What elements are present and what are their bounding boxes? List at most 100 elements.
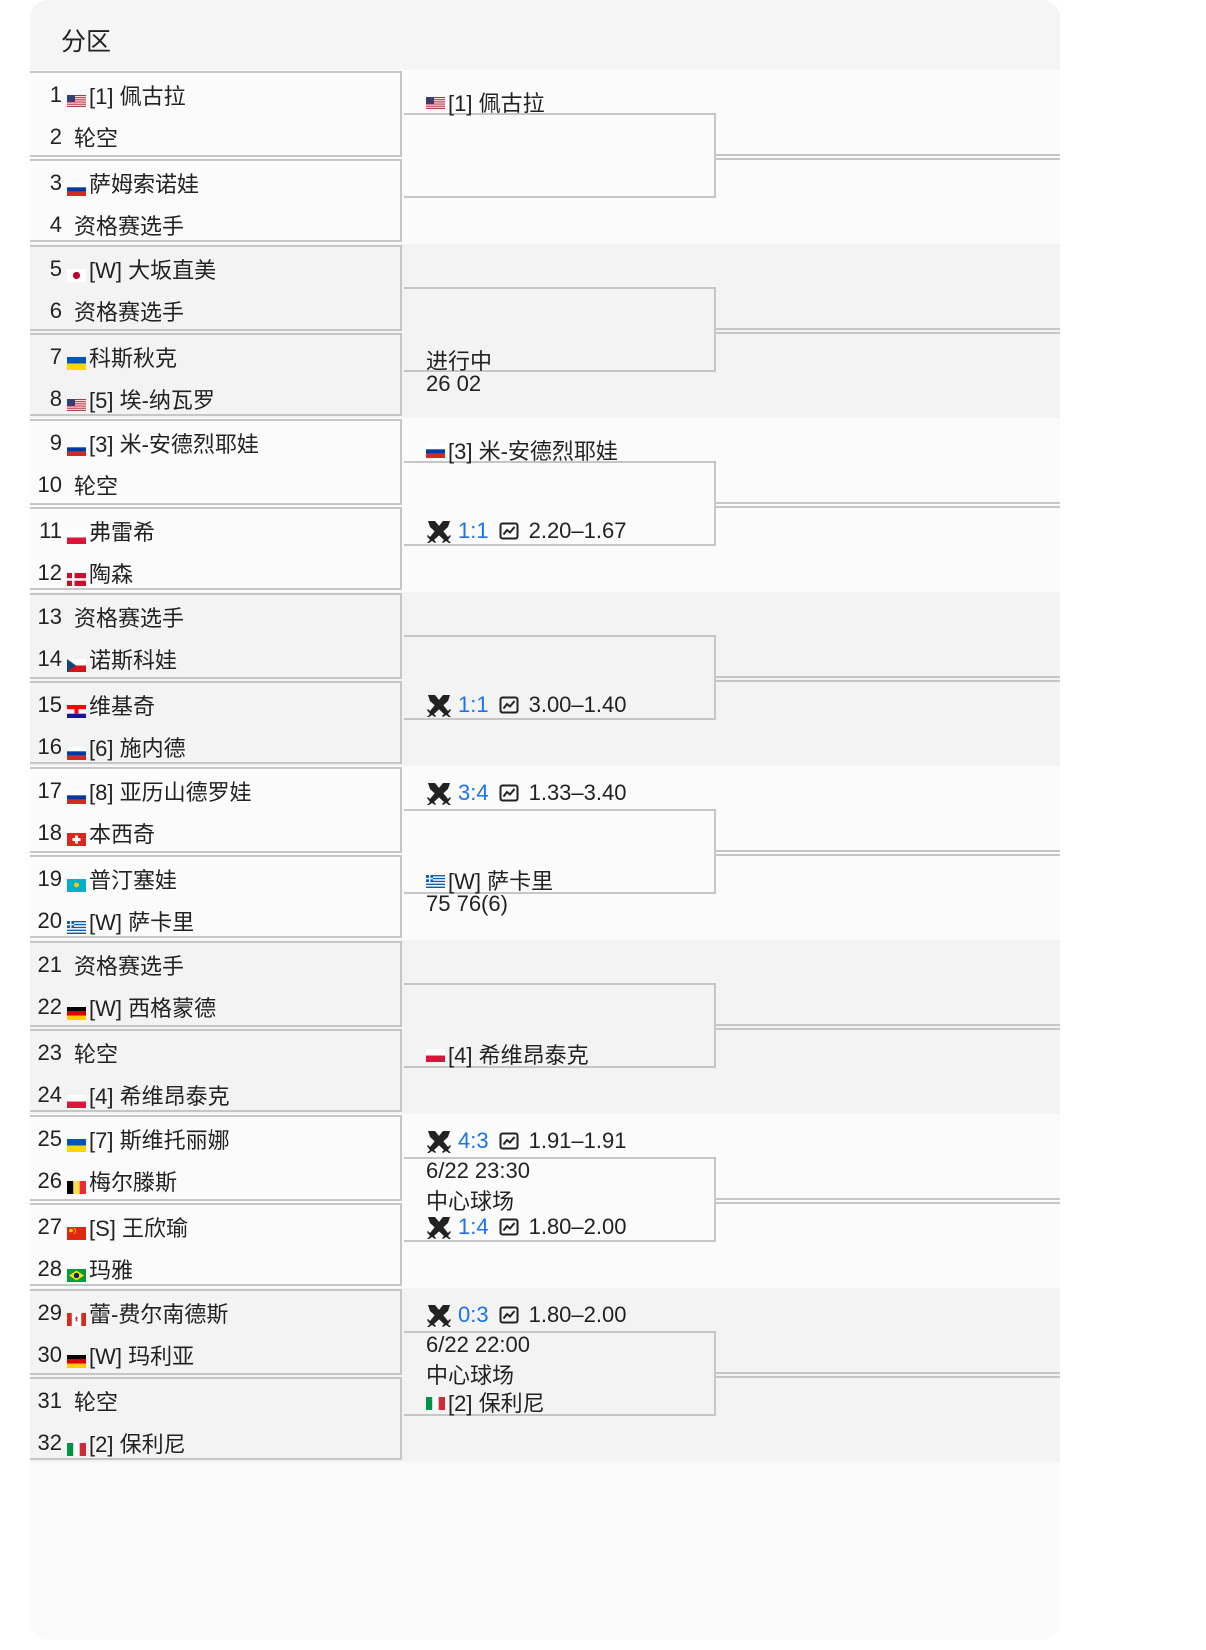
draw-entry[interactable]: 20[W] 萨卡里: [30, 899, 398, 943]
flag-de-icon: [67, 1000, 86, 1020]
draw-entry[interactable]: 22[W] 西格蒙德: [30, 985, 398, 1029]
draw-entry[interactable]: 27[S] 王欣瑜: [30, 1205, 398, 1249]
bracket-line: [716, 332, 1060, 334]
trend-chart-icon[interactable]: [499, 1305, 519, 1325]
draw-entry[interactable]: 25[7] 斯维托丽娜: [30, 1117, 398, 1161]
player-name: [6] 施内德: [89, 736, 186, 761]
head-to-head-link[interactable]: 3:4: [458, 780, 489, 805]
bracket-line: [716, 1024, 1060, 1026]
draw-entry[interactable]: 30[W] 玛利亚: [30, 1333, 398, 1377]
crossed-swords-icon[interactable]: [426, 518, 452, 544]
bracket-line: [716, 1202, 1060, 1204]
crossed-swords-icon[interactable]: [426, 1302, 452, 1328]
draw-position: 21: [37, 952, 62, 977]
head-to-head-link[interactable]: 4:3: [458, 1128, 489, 1153]
round2-player[interactable]: [1] 佩古拉: [426, 86, 746, 118]
draw-entry[interactable]: 17[8] 亚历山德罗娃: [30, 769, 398, 813]
bracket-line: [716, 1376, 1060, 1378]
trend-chart-icon[interactable]: [499, 783, 519, 803]
player-name: [3] 米-安德烈耶娃: [89, 432, 259, 457]
player-name: 科斯秋克: [89, 346, 178, 371]
crossed-swords-icon[interactable]: [426, 692, 452, 718]
match-score: 75 76(6): [426, 891, 746, 917]
player-name: 本西奇: [89, 822, 156, 847]
trend-chart-icon[interactable]: [499, 1131, 519, 1151]
draw-position: 2: [49, 124, 62, 149]
flag-ua-icon: [67, 1132, 86, 1152]
draw-position: 11: [39, 518, 62, 543]
head-to-head-link[interactable]: 1:1: [458, 518, 489, 543]
head-to-head-link[interactable]: 1:4: [458, 1214, 489, 1239]
head-to-head-link[interactable]: 0:3: [458, 1302, 489, 1327]
flag-cn-icon: [67, 1220, 86, 1240]
player-name: 陶森: [89, 562, 134, 587]
draw-position: 32: [37, 1430, 62, 1455]
draw-entry[interactable]: 1[1] 佩古拉: [30, 73, 398, 117]
draw-position: 28: [37, 1256, 62, 1281]
draw-entry[interactable]: 24[4] 希维昂泰克: [30, 1073, 398, 1117]
crossed-swords-icon[interactable]: [426, 780, 452, 806]
bracket-line: [404, 1240, 716, 1242]
draw-position: 19: [37, 866, 62, 891]
player-name: [W] 玛利亚: [89, 1344, 195, 1369]
bracket-line: [716, 850, 1060, 852]
bracket-line: [714, 983, 716, 1068]
odds-value: 1.80–2.00: [528, 1214, 627, 1239]
trend-chart-icon[interactable]: [499, 521, 519, 541]
crossed-swords-icon[interactable]: [426, 1214, 452, 1240]
flag-it-icon: [426, 1390, 445, 1410]
round2-player[interactable]: [2] 保利尼: [426, 1386, 746, 1418]
draw-position: 12: [37, 560, 62, 585]
player-name: 资格赛选手: [74, 606, 185, 631]
draw-entry[interactable]: 12 陶森: [30, 551, 398, 595]
bracket-line: [714, 461, 716, 546]
draw-entry[interactable]: 5[W] 大坂直美: [30, 247, 398, 291]
trend-chart-icon[interactable]: [499, 1217, 519, 1237]
bracket-line: [30, 1289, 402, 1291]
bracket-line: [30, 1029, 402, 1031]
round2-player[interactable]: [3] 米-安德烈耶娃: [426, 434, 746, 466]
bracket-line: [30, 329, 402, 331]
draw-entry[interactable]: 8 [5] 埃-纳瓦罗: [30, 377, 398, 421]
bracket-line: [404, 544, 716, 546]
draw-position: 8: [49, 386, 62, 411]
bracket-line: [404, 370, 716, 372]
head-to-head-link[interactable]: 1:1: [458, 692, 489, 717]
match-court: 中心球场: [426, 1184, 746, 1216]
flag-hr-icon: [67, 698, 86, 718]
draw-position: 15: [37, 692, 62, 717]
draw-entry[interactable]: 9[3] 米-安德烈耶娃: [30, 421, 398, 465]
bracket-line: [400, 1289, 402, 1375]
draw-entry[interactable]: 32[2] 保利尼: [30, 1421, 398, 1465]
crossed-swords-icon[interactable]: [426, 1128, 452, 1154]
bracket-line: [30, 1110, 402, 1112]
odds-value: 3.00–1.40: [528, 692, 627, 717]
round2-player[interactable]: [W] 萨卡里: [426, 864, 746, 896]
draw-position: 23: [37, 1040, 62, 1065]
draw-entry[interactable]: 16[6] 施内德: [30, 725, 398, 769]
trend-chart-icon[interactable]: [499, 695, 519, 715]
player-name: [5] 埃-纳瓦罗: [89, 388, 215, 413]
bracket-line: [400, 1377, 402, 1460]
round2-player[interactable]: [4] 希维昂泰克: [426, 1038, 746, 1070]
bracket-line: [30, 71, 402, 73]
